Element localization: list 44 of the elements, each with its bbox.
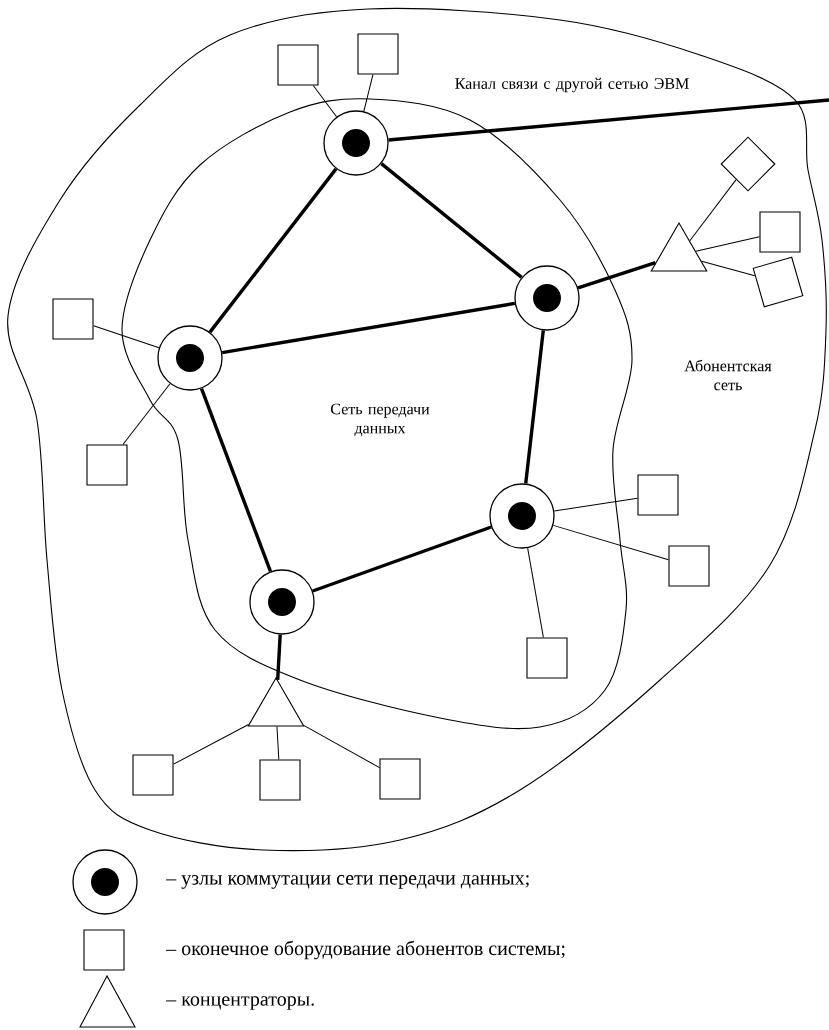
terminal-diamond — [720, 136, 776, 192]
switching-node — [323, 110, 389, 176]
connection-line — [552, 524, 669, 561]
terminal-square — [277, 44, 319, 86]
connection-line — [689, 179, 737, 242]
connection-line — [303, 725, 380, 769]
switching-node — [249, 569, 315, 635]
connection-line — [93, 325, 160, 349]
switching-node — [489, 483, 555, 549]
connection-line — [701, 260, 756, 277]
connection-line — [173, 724, 249, 765]
terminal-square — [379, 758, 421, 800]
terminal-square — [52, 298, 94, 340]
switching-node — [514, 265, 580, 331]
connection-line — [524, 330, 545, 484]
connection-line — [312, 85, 337, 118]
switching-node — [157, 325, 223, 391]
legend-text: – оконечное оборудование абонентов системы; — [166, 940, 565, 960]
terminal-square — [759, 211, 801, 253]
network-region: Сеть передачи данных — [121, 98, 633, 730]
terminal-square — [259, 759, 301, 801]
terminal-square — [526, 637, 568, 679]
terminal-square — [637, 474, 679, 516]
connection-line — [380, 162, 523, 279]
terminal-square — [668, 545, 710, 587]
connection-line — [208, 167, 338, 334]
connection-line — [276, 726, 280, 760]
edge-label: Канал связи с другой сетью ЭВМ — [446, 76, 698, 94]
connection-line — [527, 547, 544, 638]
connection-line — [122, 383, 171, 445]
terminal-square — [357, 33, 399, 75]
connection-line — [553, 497, 638, 512]
terminal-square — [132, 754, 174, 796]
connection-line — [695, 236, 760, 252]
connection-line — [388, 98, 829, 142]
legend-text: – концентраторы. — [166, 996, 314, 1010]
connection-line — [363, 74, 374, 112]
connection-line — [312, 525, 492, 593]
connection-line — [199, 387, 273, 573]
legend-text: – узлы коммутации сети передачи данных; — [166, 875, 529, 889]
connection-line — [577, 261, 656, 290]
terminal-square — [86, 444, 128, 486]
connection-line — [221, 301, 516, 355]
connection-line — [276, 634, 282, 680]
